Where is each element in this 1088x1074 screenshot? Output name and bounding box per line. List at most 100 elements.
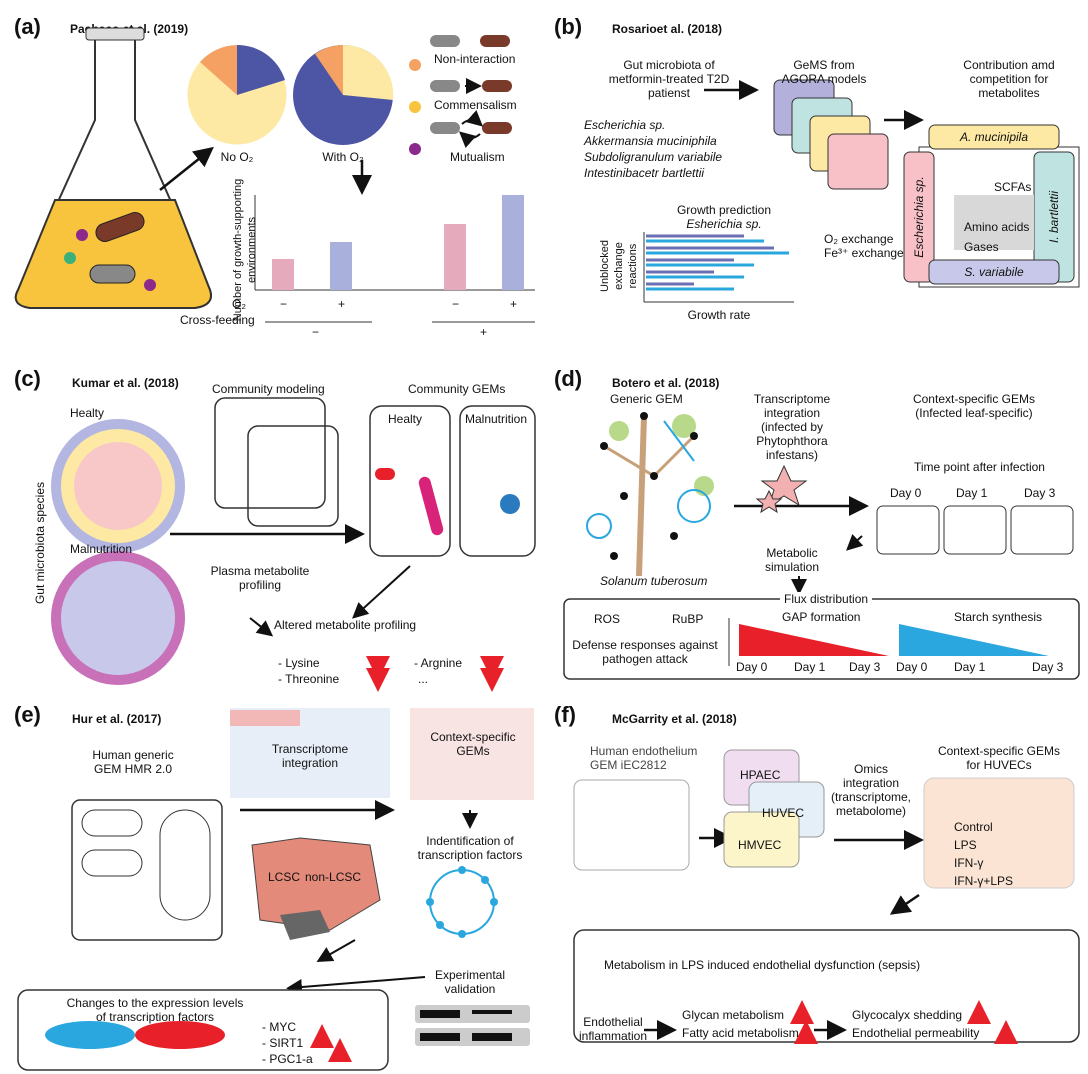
rubp-label: RuBP	[672, 612, 704, 626]
malnutrition-label: Malnutrition	[70, 542, 133, 556]
growth-ylabel: Unblocked exchange reactions	[599, 240, 639, 292]
legend-commensalism: Commensalism	[434, 98, 517, 112]
panel-reference: Botero et al. (2018)	[612, 376, 720, 390]
gems-healthy: Healty	[388, 412, 423, 426]
transcriptome-integration: Transcriptome integration (infected by P…	[753, 392, 831, 462]
o2-val-1: −	[280, 297, 288, 311]
panel-c: (c) Kumar et al. (2018) Gut microbiota s…	[0, 356, 540, 696]
factor-myc: - MYC	[262, 1020, 296, 1034]
growth-title: Growth prediction	[676, 203, 772, 217]
glycan-metabolism: Glycan metabolism	[682, 1008, 785, 1022]
panel-c-graphics	[51, 397, 536, 692]
flux-distribution: Flux distribution	[780, 592, 873, 606]
transcriptome-integration: Transcriptome integration	[271, 742, 349, 770]
panel-f-graphics	[573, 749, 1080, 1044]
inner-gases: Gases	[964, 240, 999, 254]
pie-label-no-o2: No O₂	[220, 150, 254, 164]
panel-label: (c)	[14, 366, 41, 391]
species-2: Akkermansia muciniphila	[584, 134, 717, 148]
cf-val-2: +	[480, 325, 488, 339]
pie-label-with-o2: With O₂	[322, 150, 364, 164]
cell-hmvec: HMVEC	[738, 838, 782, 852]
panel-e-graphics	[17, 708, 534, 1071]
growth-subtitle: Esherichia sp.	[686, 217, 762, 231]
condition-ifn: IFN-γ	[954, 856, 984, 870]
panel-label: (d)	[554, 366, 583, 391]
identification-label: Indentification of transcription factors	[417, 834, 523, 862]
context-specific-gems: Context-specific GEMs	[430, 730, 516, 758]
o2-val-3: −	[452, 297, 460, 311]
metabolite-more: ...	[418, 672, 429, 686]
day3-label: Day 3	[1024, 486, 1056, 500]
panel-d: (d) Botero et al. (2018) Generic GEM Sol…	[544, 356, 1088, 696]
panel-b: (b) Rosarioet al. (2018) Gut microbiota …	[544, 0, 1088, 340]
human-endothelium: Human endothelium GEM iEC2812	[590, 744, 698, 772]
plasma-profiling: Plasma metabolite profiling	[210, 564, 310, 592]
day0-label: Day 0	[890, 486, 922, 500]
community-modeling: Community modeling	[212, 382, 325, 396]
box-top-label: A. mucinipila	[959, 130, 1029, 144]
community-gems: Community GEMs	[408, 382, 506, 396]
metabolic-simulation: Metabolic simulation	[764, 546, 820, 574]
o2-exchange: O₂ exchange	[824, 232, 894, 246]
flux-day3b: Day 3	[1032, 660, 1064, 674]
endothelial-inflammation: Endothelial inflammation	[578, 1015, 648, 1043]
panel-b-graphics	[643, 79, 1080, 303]
starch-synthesis: Starch synthesis	[954, 610, 1043, 624]
flux-day1a: Day 1	[794, 660, 826, 674]
defense-label: Defense responses against pathogen attac…	[572, 638, 718, 666]
cf-val-1: −	[312, 325, 320, 339]
day1-label: Day 1	[956, 486, 988, 500]
human-generic-gem: Human generic GEM HMR 2.0	[92, 748, 174, 776]
gut-microbiota-title: Gut microbiota of metformin-treated T2D …	[608, 58, 730, 100]
growth-xlabel: Growth rate	[687, 308, 751, 322]
fatty-acid-metabolism: Fatty acid metabolism	[682, 1026, 799, 1040]
cell-huvec: HUVEC	[762, 806, 805, 820]
timepoint-label: Time point after infection	[914, 460, 1045, 474]
gems-malnutrition: Malnutrition	[465, 412, 528, 426]
species-4: Intestinibacetr bartlettii	[584, 166, 705, 180]
crossfeeding-row-label: Cross-feeding	[180, 313, 255, 327]
factor-sirt1: - SIRT1	[262, 1036, 304, 1050]
box-bottom-label: S. variabile	[964, 265, 1024, 279]
gems-title: GeMS from AGORA models	[781, 58, 867, 86]
flux-day0a: Day 0	[736, 660, 768, 674]
metabolite-lysine: - Lysine	[278, 656, 320, 670]
lcsc-label: LCSC	[268, 870, 301, 884]
gap-formation: GAP formation	[782, 610, 861, 624]
condition-control: Control	[954, 820, 993, 834]
solanum-label: Solanum tuberosum	[600, 574, 708, 588]
panel-f: (f) McGarrity et al. (2018) Human endoth…	[544, 700, 1088, 1074]
box-left-label: Escherichia sp.	[912, 176, 926, 258]
box-right-label: I. bartlettii	[1047, 190, 1061, 244]
inner-amino: Amino acids	[964, 220, 1030, 234]
panel-reference: Rosarioet al. (2018)	[612, 22, 723, 36]
contribution-title: Contribution amd competition for metabol…	[963, 58, 1055, 100]
panel-reference: Hur et al. (2017)	[72, 712, 162, 726]
panel-label: (b)	[554, 14, 583, 39]
panel-label: (a)	[14, 14, 41, 39]
panel-a-graphics	[14, 27, 535, 323]
panel-reference: McGarrity et al. (2018)	[612, 712, 737, 726]
panel-reference: Kumar et al. (2018)	[72, 376, 179, 390]
o2-row-label: O₂	[232, 297, 246, 311]
flux-day1b: Day 1	[954, 660, 986, 674]
condition-lps: LPS	[954, 838, 977, 852]
o2-val-4: +	[510, 297, 518, 311]
context-specific-gems: Context-specific GEMs (Infected leaf-spe…	[912, 392, 1036, 420]
validation-label: Experimental validation	[434, 968, 506, 996]
generic-gem: Generic GEM	[610, 392, 683, 406]
metabolite-argnine: - Argnine	[414, 656, 463, 670]
fe-exchange: Fe³⁺ exchange	[824, 246, 904, 260]
condition-ifn-lps: IFN-γ+LPS	[954, 874, 1014, 888]
panel-a: (a) Pacheco et al. (2019)	[0, 0, 540, 340]
healthy-label: Healty	[70, 406, 105, 420]
metabolism-title: Metabolism in LPS induced endothelial dy…	[604, 958, 921, 972]
species-3: Subdoligranulum variabile	[584, 150, 723, 164]
factor-pgc1a: - PGC1-a	[262, 1052, 313, 1066]
panel-d-graphics	[563, 412, 1080, 680]
side-label: Gut microbiota species	[33, 481, 47, 605]
altered-profiling: Altered metabolite profiling	[274, 618, 417, 632]
cell-hpaec: HPAEC	[740, 768, 781, 782]
changes-label: Changes to the expression levels of tran…	[66, 996, 244, 1024]
